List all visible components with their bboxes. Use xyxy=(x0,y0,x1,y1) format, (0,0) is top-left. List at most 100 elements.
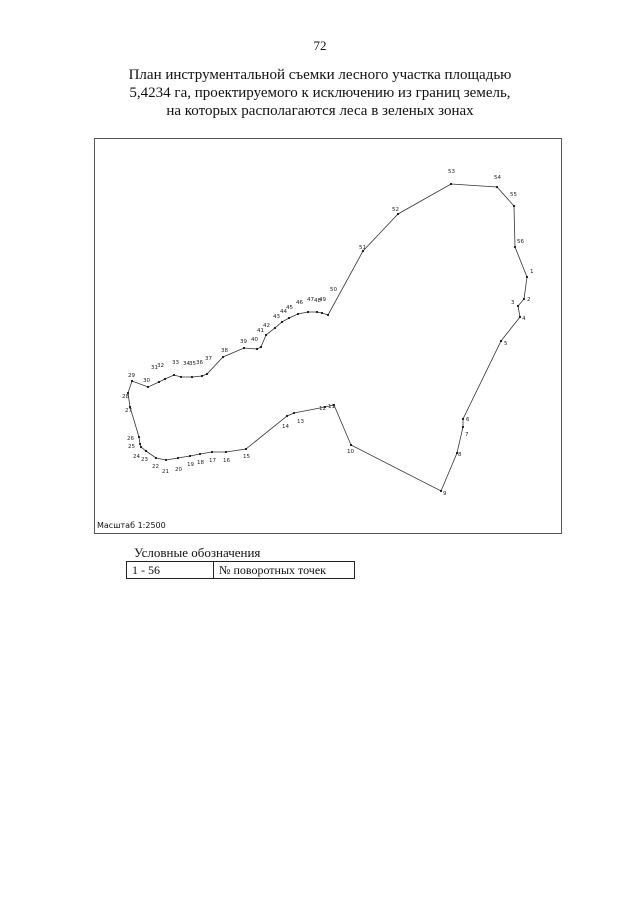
turning-point-label: 1 xyxy=(530,269,534,275)
turning-point-label: 22 xyxy=(152,464,159,470)
turning-point-marker xyxy=(200,374,204,378)
turning-point-marker xyxy=(512,204,516,208)
turning-point-label: 9 xyxy=(443,491,447,497)
turning-point-marker xyxy=(525,275,529,279)
turning-point-label: 8 xyxy=(458,452,462,458)
turning-point-label: 53 xyxy=(448,169,455,175)
page-number: 72 xyxy=(313,38,327,53)
turning-point-label: 42 xyxy=(263,323,270,329)
turning-point-marker xyxy=(179,375,183,379)
legend-symbol: 1 - 56 xyxy=(126,561,214,579)
turning-point-label: 10 xyxy=(347,449,354,455)
turning-point-label: 25 xyxy=(128,444,135,450)
turning-point-label: 41 xyxy=(257,328,264,334)
turning-point-label: 19 xyxy=(187,462,194,468)
turning-point-marker xyxy=(244,447,248,451)
turning-point-marker xyxy=(461,425,465,429)
turning-point-marker xyxy=(176,456,180,460)
turning-point-marker xyxy=(144,449,148,453)
turning-point-marker xyxy=(315,310,319,314)
legend-description: № поворотных точек xyxy=(213,561,355,579)
turning-point-marker xyxy=(190,375,194,379)
turning-point-marker xyxy=(461,417,465,421)
turning-point-label: 52 xyxy=(392,207,399,213)
turning-point-marker xyxy=(130,379,134,383)
turning-point-label: 44 xyxy=(280,309,287,315)
turning-point-label: 6 xyxy=(466,417,470,423)
turning-point-label: 45 xyxy=(286,305,293,311)
legend-row: 1 - 56 № поворотных точек xyxy=(126,561,355,579)
turning-point-marker xyxy=(154,456,158,460)
turning-point-label: 17 xyxy=(209,458,216,464)
turning-point-label: 15 xyxy=(243,454,250,460)
turning-point-marker xyxy=(449,182,453,186)
turning-point-label: 31 xyxy=(151,365,158,371)
legend-table: 1 - 56 № поворотных точек xyxy=(126,561,355,579)
turning-point-marker xyxy=(323,405,327,409)
turning-point-label: 55 xyxy=(510,192,517,198)
turning-point-label: 36 xyxy=(196,360,203,366)
turning-point-marker xyxy=(264,333,268,337)
turning-point-label: 4 xyxy=(522,316,526,322)
turning-point-label: 29 xyxy=(128,373,135,379)
turning-point-marker xyxy=(146,385,150,389)
turning-point-marker xyxy=(495,185,499,189)
turning-point-marker xyxy=(516,304,520,308)
turning-point-marker xyxy=(273,326,277,330)
turning-point-marker xyxy=(221,355,225,359)
title-line-2: 5,4234 га, проектируемого к исключению и… xyxy=(129,85,511,101)
turning-point-marker xyxy=(242,346,246,350)
turning-point-label: 30 xyxy=(143,378,150,384)
turning-point-label: 32 xyxy=(157,363,164,369)
turning-point-label: 20 xyxy=(175,467,182,473)
turning-point-marker xyxy=(137,435,141,439)
turning-point-label: 50 xyxy=(330,287,337,293)
turning-point-label: 40 xyxy=(251,337,258,343)
turning-point-label: 5 xyxy=(504,341,508,347)
turning-point-marker xyxy=(285,414,289,418)
turning-point-label: 35 xyxy=(189,361,196,367)
turning-point-label: 34 xyxy=(183,361,190,367)
turning-point-label: 26 xyxy=(127,436,134,442)
turning-point-marker xyxy=(259,345,263,349)
scale-label: Масштаб 1:2500 xyxy=(97,521,166,530)
turning-point-label: 23 xyxy=(141,457,148,463)
turning-point-marker xyxy=(205,372,209,376)
turning-point-marker xyxy=(280,320,284,324)
turning-point-marker xyxy=(326,313,330,317)
turning-point-label: 2 xyxy=(527,297,531,303)
turning-point-marker xyxy=(499,339,503,343)
turning-point-label: 21 xyxy=(162,469,169,475)
turning-point-marker xyxy=(349,443,353,447)
turning-point-label: 43 xyxy=(273,314,280,320)
turning-point-marker xyxy=(188,454,192,458)
turning-point-label: 16 xyxy=(223,458,230,464)
boundary-plan: 1234567891011121314151617181920212223242… xyxy=(122,169,534,497)
document-title: План инструментальной съемки лесного уча… xyxy=(60,66,580,120)
turning-point-marker xyxy=(255,347,259,351)
turning-point-marker xyxy=(522,297,526,301)
turning-point-marker xyxy=(138,442,142,446)
turning-point-marker xyxy=(361,249,365,253)
turning-point-label: 47 xyxy=(307,297,314,303)
legend-title: Условные обозначения xyxy=(134,545,261,560)
turning-point-marker xyxy=(439,489,443,493)
turning-point-marker xyxy=(198,452,202,456)
turning-point-label: 24 xyxy=(133,454,140,460)
turning-point-marker xyxy=(172,373,176,377)
turning-point-label: 38 xyxy=(221,348,228,354)
turning-point-marker xyxy=(320,311,324,315)
turning-point-label: 12 xyxy=(319,406,326,412)
turning-point-marker xyxy=(164,458,168,462)
turning-point-marker xyxy=(296,312,300,316)
turning-point-label: 18 xyxy=(197,460,204,466)
turning-point-marker xyxy=(157,380,161,384)
turning-point-marker xyxy=(306,310,310,314)
turning-point-label: 48 xyxy=(314,298,321,304)
turning-point-label: 28 xyxy=(122,394,129,400)
turning-point-marker xyxy=(128,405,132,409)
turning-point-label: 33 xyxy=(172,360,179,366)
turning-point-label: 39 xyxy=(240,339,247,345)
turning-point-marker xyxy=(126,391,130,395)
